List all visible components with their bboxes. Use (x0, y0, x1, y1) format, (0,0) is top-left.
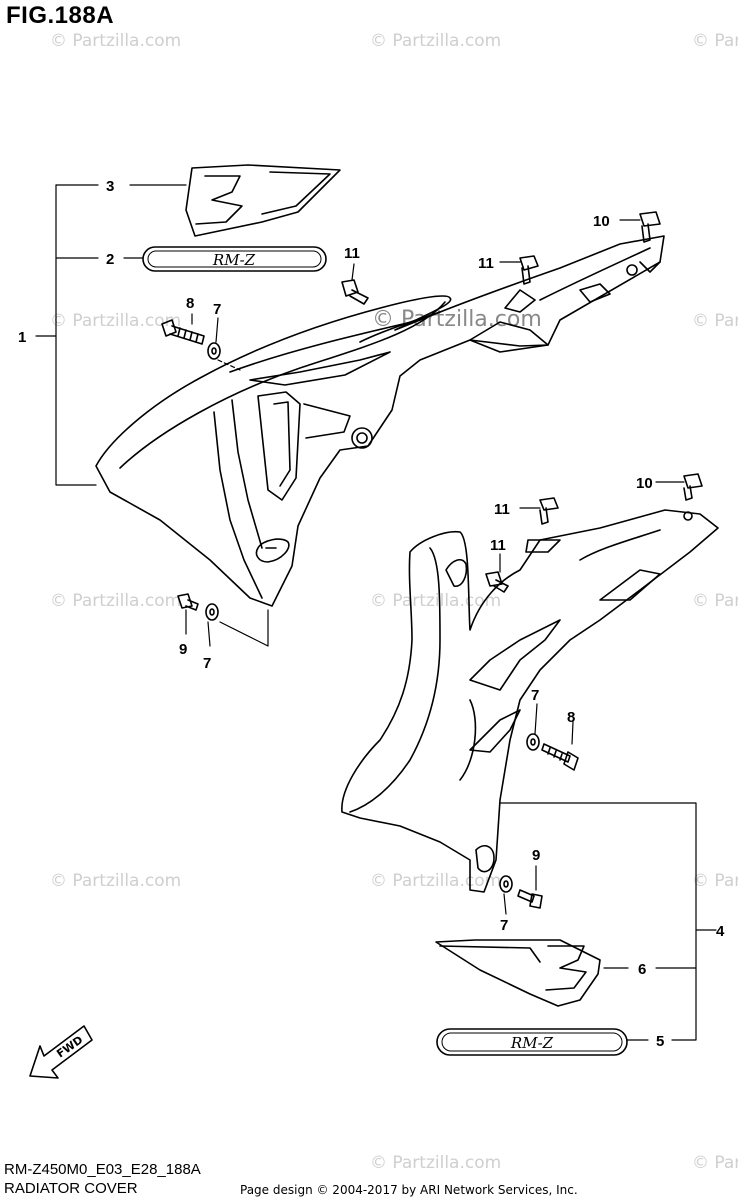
watermark-text: © Partzilla.com (692, 591, 738, 611)
figure-title: FIG.188A (6, 2, 115, 29)
washer-icon (499, 875, 513, 893)
leader-lines (35, 184, 717, 1041)
fwd-arrow-icon: FWD (29, 1025, 93, 1079)
watermark-text: © Partzilla.com (50, 31, 181, 51)
callout-label: 10 (636, 475, 653, 492)
watermark-text: © Partzilla.com (370, 31, 501, 51)
lower-rmz-decal: RM-Z (436, 1028, 628, 1056)
watermark-text: © Partzilla.com (692, 311, 738, 331)
bolt-icon (541, 743, 579, 771)
bolt-icon (639, 211, 661, 243)
bolt-icon (539, 497, 559, 525)
callout-label: 9 (532, 847, 540, 864)
diagram-code: RM-Z450M0_E03_E28_188A (4, 1161, 201, 1178)
washer-icon (526, 733, 540, 751)
callout-label: 7 (500, 917, 508, 934)
lower-radiator-cover (341, 509, 719, 893)
watermark-text: © Partzilla.com (50, 591, 181, 611)
watermark-text: © Partzilla.com (370, 591, 501, 611)
callout-label: 10 (593, 213, 610, 230)
washer-icon (205, 603, 219, 621)
watermark-text: © Partzilla.com (370, 1153, 501, 1173)
callout-label: 3 (106, 178, 114, 195)
upper-rmz-decal: RM-Z (142, 246, 327, 272)
callout-label: 9 (179, 641, 187, 658)
watermark-layer: © Partzilla.com © Partzilla.com © Partzi… (50, 31, 738, 1173)
callout-label: 11 (478, 255, 494, 272)
washer-icon (207, 342, 221, 360)
bolt-icon (177, 593, 199, 611)
decal-logo-text: RM-Z (510, 1034, 554, 1052)
watermark-text: © Partzilla.com (692, 871, 738, 891)
lower-emblem-part (435, 939, 601, 1007)
watermark-text: © Partzilla.com (692, 31, 738, 51)
callout-labels: 1 2 3 4 5 6 7 7 7 7 8 8 9 9 10 10 11 11 … (18, 178, 725, 1050)
bolt-icon (519, 255, 539, 285)
bolt-icon (341, 279, 369, 305)
watermark-text: © Partzilla.com (692, 1153, 738, 1173)
decal-logo-text: RM-Z (212, 251, 256, 269)
callout-label: 2 (106, 251, 114, 268)
watermark-text: © Partzilla.com (50, 871, 181, 891)
callout-label: 4 (716, 923, 725, 940)
bolt-icon (485, 571, 509, 593)
callout-label: 8 (186, 295, 194, 312)
bolt-icon (161, 319, 205, 345)
section-name: RADIATOR COVER (4, 1180, 138, 1197)
bolt-icon (517, 889, 543, 909)
callout-label: 11 (494, 501, 510, 518)
callout-label: 6 (638, 961, 646, 978)
callout-label: 7 (213, 301, 221, 318)
watermark-text: © Partzilla.com (50, 311, 181, 331)
copyright-notice: Page design © 2004-2017 by ARI Network S… (240, 1183, 578, 1197)
callout-label: 11 (344, 245, 360, 262)
callout-label: 5 (656, 1033, 664, 1050)
bolt-icon (683, 473, 703, 501)
callout-label: 8 (567, 709, 575, 726)
callout-label: 1 (18, 329, 26, 346)
upper-emblem-part (185, 164, 341, 237)
watermark-text: © Partzilla.com (370, 871, 501, 891)
callout-label: 11 (490, 537, 506, 554)
callout-label: 7 (531, 687, 539, 704)
upper-radiator-cover (95, 235, 665, 607)
callout-label: 7 (203, 655, 211, 672)
